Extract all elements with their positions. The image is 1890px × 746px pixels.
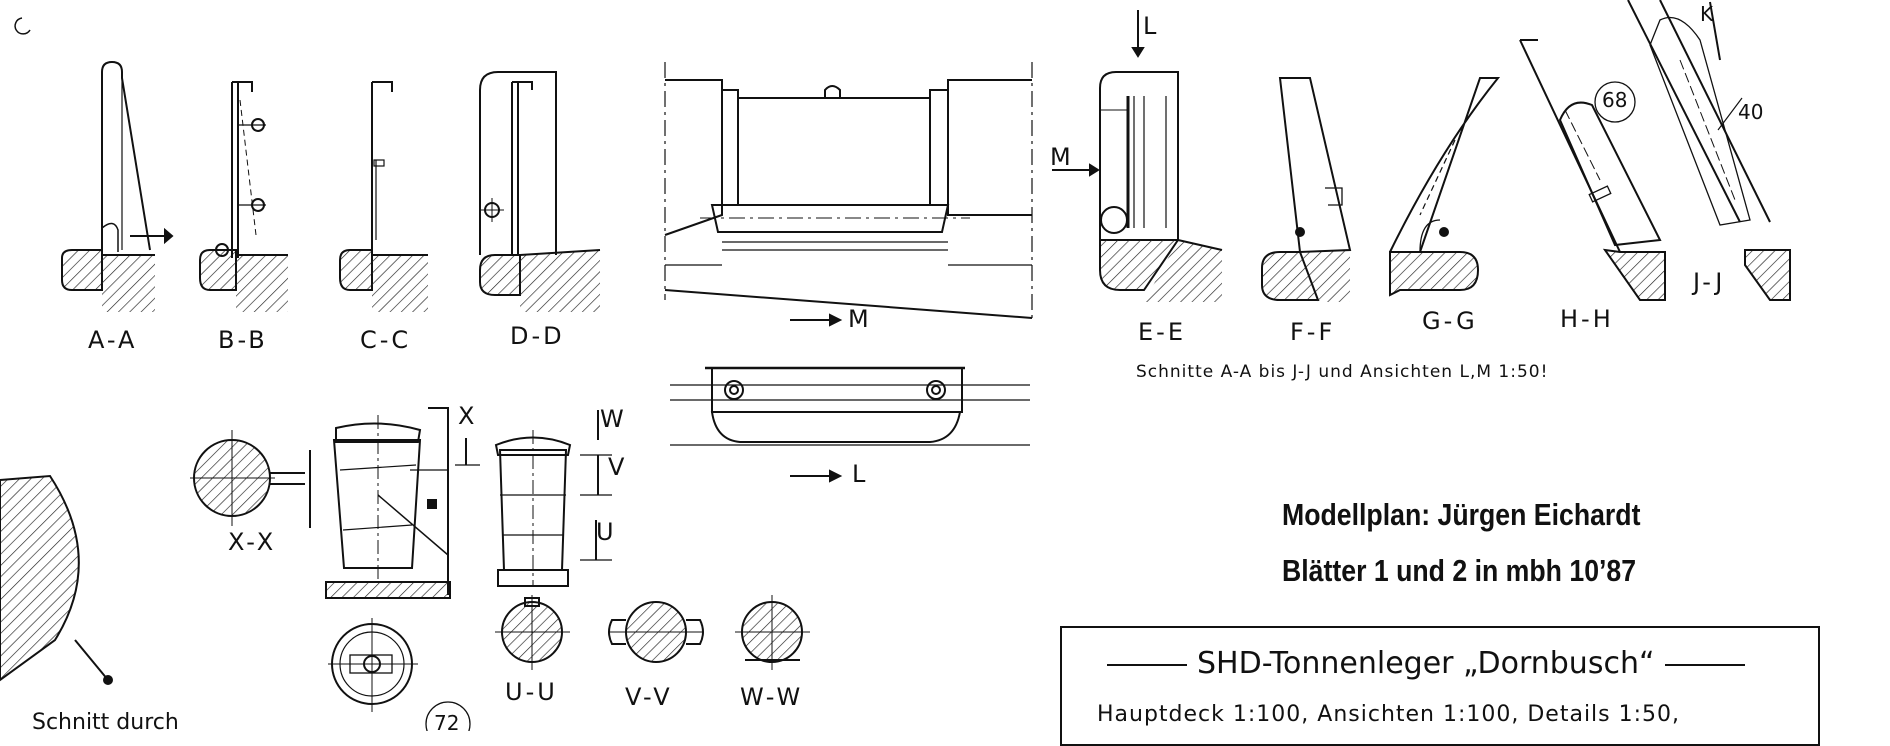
label-f-f: F-F [1290,318,1336,346]
label-u-u: U-U [505,678,558,706]
label-x-x: X-X [228,528,277,556]
marker-k: K [1700,2,1717,26]
credit-author: Modellplan: Jürgen Eichardt [1282,497,1641,532]
label-j-j: J-J [1693,268,1726,296]
section-v-v [608,601,704,663]
marker-v: V [608,453,628,481]
callout-72-ring [425,701,471,731]
marker-l-top: L [1143,12,1160,40]
section-h-h [1519,39,1666,301]
label-g-g: G-G [1422,307,1478,335]
section-a-a [61,60,174,312]
title-block-subtitle: Hauptdeck 1:100, Ansichten 1:100, Detail… [1097,702,1681,727]
barrel-front-view [494,410,612,587]
barrel-top-view [328,618,418,712]
credit-source: Blätter 1 und 2 in mbh 10’87 [1282,553,1637,588]
callout-68: 68 [1602,88,1628,112]
section-c-c [339,81,428,312]
partial-hull-section [0,474,113,685]
partial-section-text: Schnitt durch [32,710,179,735]
marker-u: U [596,518,617,546]
label-d-d: D-D [510,322,565,350]
callout-72: 72 [434,711,460,735]
section-w-w [735,595,810,670]
view-m [664,62,1033,327]
section-g-g [1389,77,1501,297]
marker-w: W [600,405,627,433]
label-a-a: A-A [88,326,138,354]
view-l [670,366,1030,483]
section-e-e [1052,10,1223,302]
label-h-h: H-H [1560,305,1614,333]
section-x-x [190,430,311,528]
marker-m-side: M [1050,143,1074,171]
label-c-c: C-C [360,326,412,354]
title-block-title: SHD-Tonnenleger „Dornbusch“ [1197,646,1655,681]
title-block: SHD-Tonnenleger „Dornbusch“ Hauptdeck 1:… [1060,626,1820,746]
callout-40: 40 [1738,100,1764,124]
barrel-side-view [325,407,480,599]
section-d-d [479,71,601,312]
marker-x: X [458,402,478,430]
corner-mark [14,17,31,35]
label-e-e: E-E [1138,318,1186,346]
title-block-heading: SHD-Tonnenleger „Dornbusch“ [1097,646,1755,681]
marker-l-view: L [852,460,869,488]
technical-drawing [0,0,1791,731]
title-rule-left [1107,663,1187,666]
section-b-b [199,81,288,312]
title-rule-right [1664,663,1745,666]
marker-m-view: M [848,305,872,333]
label-w-w: W-W [740,683,804,711]
section-f-f [1261,77,1352,302]
section-u-u [495,595,570,670]
section-j-j [1627,0,1791,301]
label-v-v: V-V [625,683,673,711]
label-b-b: B-B [218,326,268,354]
scale-note: Schnitte A-A bis J-J und Ansichten L,M 1… [1136,362,1549,382]
